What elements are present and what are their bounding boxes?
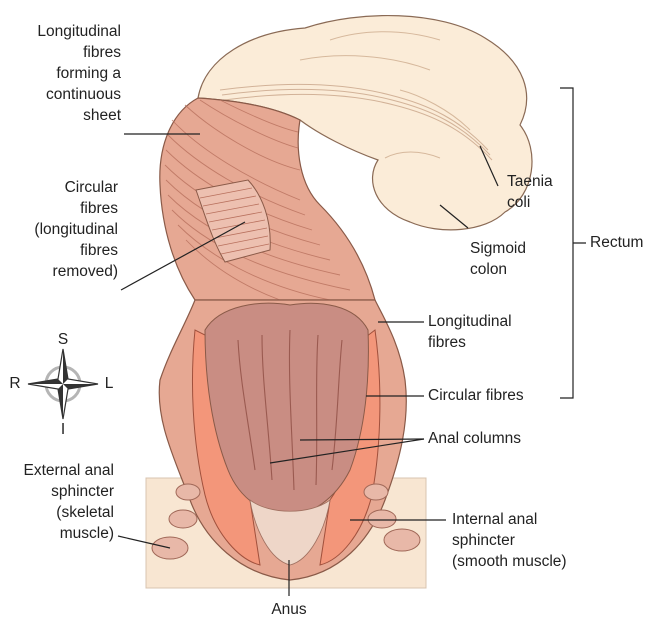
label-external-sphincter: External anal sphincter (skeletal muscle… — [24, 460, 114, 544]
compass-i: I — [55, 419, 71, 440]
label-anus: Anus — [264, 599, 314, 620]
label-sigmoid-colon: Sigmoid colon — [470, 238, 526, 280]
compass-rose-icon — [28, 349, 98, 419]
label-taenia-coli: Taenia coli — [507, 171, 553, 213]
compass-l: L — [101, 373, 117, 394]
label-longitudinal-sheet: Longitudinal fibres forming a continuous… — [37, 21, 121, 126]
compass-r: R — [7, 373, 23, 394]
rectum-bracket — [560, 88, 586, 398]
label-circular-removed: Circular fibres (longitudinal fibres rem… — [34, 177, 118, 282]
label-rectum: Rectum — [590, 232, 643, 253]
label-circular-fibres: Circular fibres — [428, 385, 524, 406]
compass-s: S — [55, 329, 71, 350]
label-internal-sphincter: Internal anal sphincter (smooth muscle) — [452, 509, 567, 572]
label-longitudinal-fibres: Longitudinal fibres — [428, 311, 512, 353]
label-anal-columns: Anal columns — [428, 428, 521, 449]
